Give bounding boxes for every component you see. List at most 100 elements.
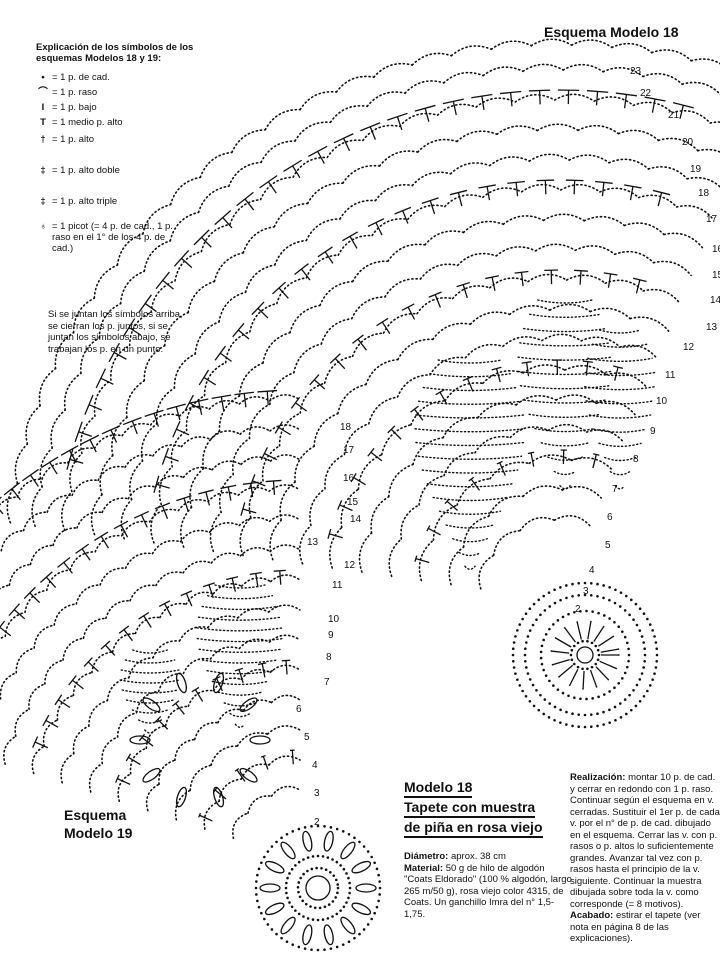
stitch-cap	[74, 421, 83, 443]
chain-stitch	[334, 878, 338, 882]
round-number: 16	[343, 473, 355, 484]
chain-loop	[50, 409, 67, 449]
chain-loop	[174, 738, 196, 762]
chain-loop	[519, 516, 556, 532]
pineapple-row	[534, 427, 596, 433]
chain-loop	[208, 522, 241, 534]
center-ring	[305, 875, 331, 901]
stitch-cap	[60, 445, 79, 456]
chain-loop	[528, 454, 573, 465]
chain-stitch	[358, 932, 361, 936]
chain-stitch	[336, 883, 339, 886]
chain-stitch	[316, 948, 320, 952]
chain-stitch	[619, 591, 623, 594]
stitch-cap	[68, 675, 77, 686]
chain-loop	[570, 39, 613, 49]
chain-loop	[143, 240, 172, 273]
chain-stitch	[623, 635, 627, 639]
chain-loop	[387, 463, 414, 498]
chain-stitch	[569, 653, 573, 657]
legend-item: ‡= 1 p. alto triple	[34, 196, 174, 207]
chain-stitch	[514, 672, 517, 675]
chain-loop	[273, 202, 309, 228]
petal-motif	[302, 830, 313, 852]
chain-stitch	[608, 586, 611, 589]
chain-loop	[218, 473, 235, 514]
chain-stitch	[512, 641, 516, 644]
pineapple-row	[584, 385, 656, 391]
chain-loop	[380, 424, 412, 456]
chain-loop	[231, 437, 251, 476]
tall-stitch	[582, 670, 585, 689]
chain-loop	[690, 58, 720, 65]
pineapple-row	[223, 702, 257, 707]
chain-loop	[619, 344, 659, 360]
chain-loop	[269, 371, 295, 406]
chain-stitch	[316, 854, 320, 858]
pattern-instructions: Realización: montar 10 p. de cad. y cerr…	[570, 772, 720, 944]
chain-loop	[229, 198, 262, 226]
chain-stitch	[284, 886, 288, 890]
chain-loop	[259, 176, 294, 201]
chain-stitch	[257, 867, 261, 871]
chain-stitch	[583, 593, 587, 597]
round-number: 19	[690, 164, 702, 175]
chain-stitch	[621, 677, 624, 680]
diagram-18-title: Esquema Modelo 18	[544, 24, 679, 40]
chain-loop	[623, 222, 665, 236]
pineapple-row	[201, 605, 279, 611]
chain-loop	[268, 484, 301, 493]
chain-stitch	[583, 725, 587, 729]
chain-stitch	[634, 704, 638, 708]
chain-stitch	[306, 917, 310, 920]
stitch-cap	[558, 675, 560, 678]
chain-loop	[142, 203, 172, 235]
round-number: 10	[328, 614, 340, 625]
tall-stitch	[220, 396, 225, 411]
chain-stitch	[654, 641, 658, 644]
tall-stitch	[181, 257, 193, 269]
chain-loop	[442, 416, 479, 439]
chain-stitch	[334, 896, 337, 899]
chain-stitch	[288, 872, 291, 875]
chain-loop	[44, 659, 64, 685]
chain-loop	[80, 336, 101, 375]
tall-stitch	[231, 577, 237, 592]
chain-stitch	[539, 656, 543, 660]
tall-stitch	[11, 488, 21, 501]
round-number: 21	[668, 110, 680, 121]
pineapple-row	[517, 370, 613, 376]
chain-stitch	[373, 911, 376, 915]
chain-loop	[237, 486, 270, 496]
chain-stitch	[329, 826, 333, 829]
chain-loop	[681, 81, 720, 96]
chain-stitch	[586, 667, 589, 671]
pineapple-row	[614, 485, 626, 490]
stitch-cap	[337, 500, 343, 510]
chain-loop	[637, 194, 678, 208]
tall-stitch	[564, 627, 576, 643]
stitch-cap	[118, 625, 130, 634]
stitch-cap	[138, 733, 146, 742]
instructions-text: montar 10 p. de cad. y cerrar en redondo…	[570, 772, 720, 910]
chain-stitch	[512, 666, 516, 669]
petal-motif	[355, 883, 377, 893]
pineapple-row	[429, 373, 511, 378]
chain-loop	[52, 527, 78, 547]
chain-stitch	[342, 905, 346, 909]
stitch-cap	[360, 122, 381, 132]
chain-stitch	[335, 912, 339, 916]
chain-stitch	[329, 870, 332, 874]
chain-stitch	[613, 601, 617, 605]
chain-loop	[4, 611, 26, 638]
chain-loop	[240, 456, 272, 466]
chain-loop	[180, 436, 212, 448]
chain-stitch	[570, 658, 574, 662]
chain-stitch	[320, 867, 323, 870]
chain-stitch	[602, 710, 605, 714]
pineapple-row	[593, 428, 647, 433]
chain-loop	[158, 466, 174, 506]
chain-stitch	[577, 713, 581, 716]
stitch-cap	[84, 394, 94, 415]
chain-loop	[158, 759, 176, 785]
